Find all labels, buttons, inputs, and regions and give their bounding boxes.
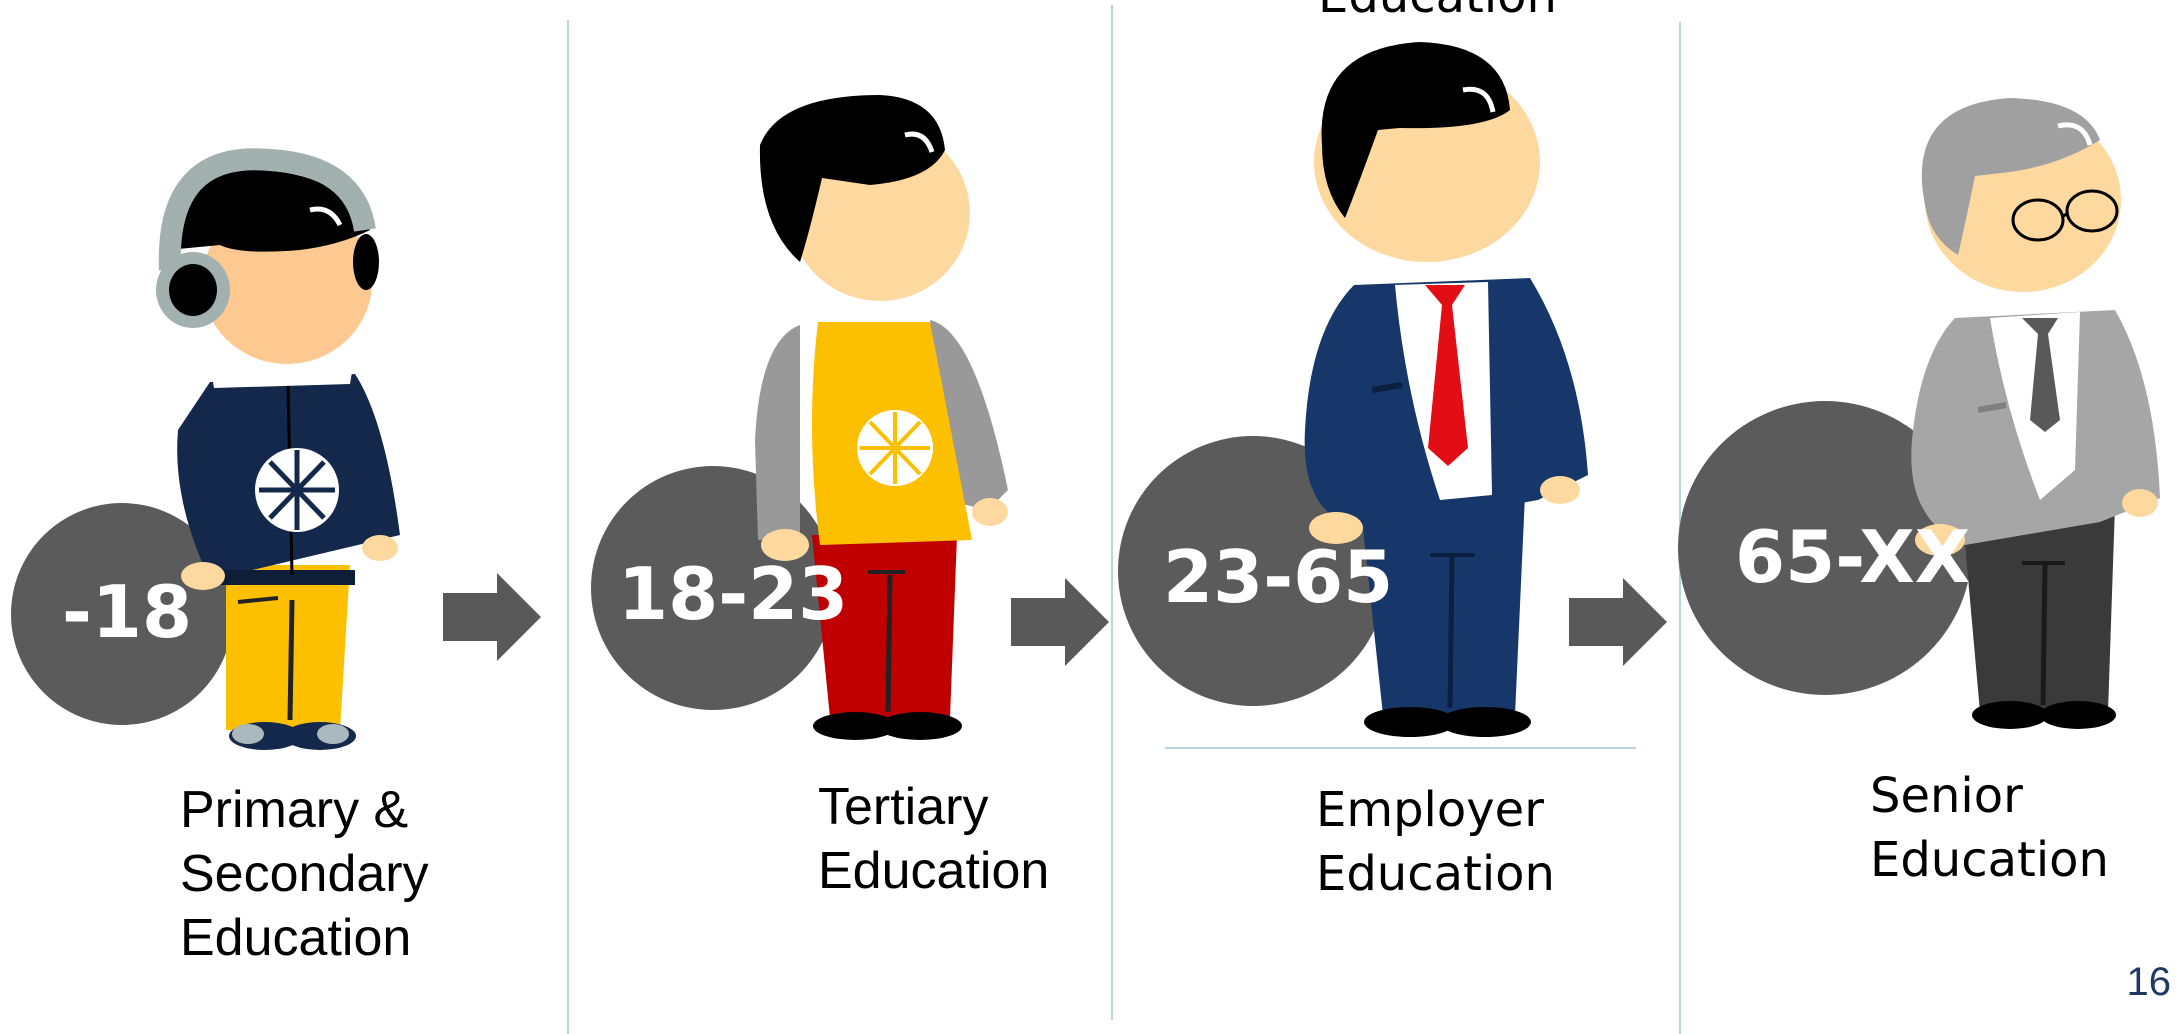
page-number: 16: [2126, 960, 2172, 1004]
age-label-2: 18-23: [618, 552, 849, 636]
caption-primary-secondary: Primary & Secondary Education: [180, 781, 429, 967]
age-label-1: -18: [62, 570, 193, 654]
caption-employer: Employer Education: [1316, 782, 1555, 902]
age-label-3: 23-65: [1163, 535, 1394, 619]
child-figure: [11, 148, 400, 750]
businessman-figure: [1118, 42, 1588, 737]
cut-off-heading: Education: [1318, 0, 1557, 28]
right-arrow-icon: [443, 573, 541, 661]
senior-figure: [1678, 98, 2160, 729]
caption-senior: Senior Education: [1870, 768, 2109, 888]
right-arrow-icon: [1011, 578, 1109, 666]
caption-tertiary: Tertiary Education: [818, 778, 1050, 900]
student-figure: [591, 95, 1008, 740]
age-label-4: 65-XX: [1735, 515, 1971, 599]
right-arrow-icon: [1569, 578, 1667, 666]
